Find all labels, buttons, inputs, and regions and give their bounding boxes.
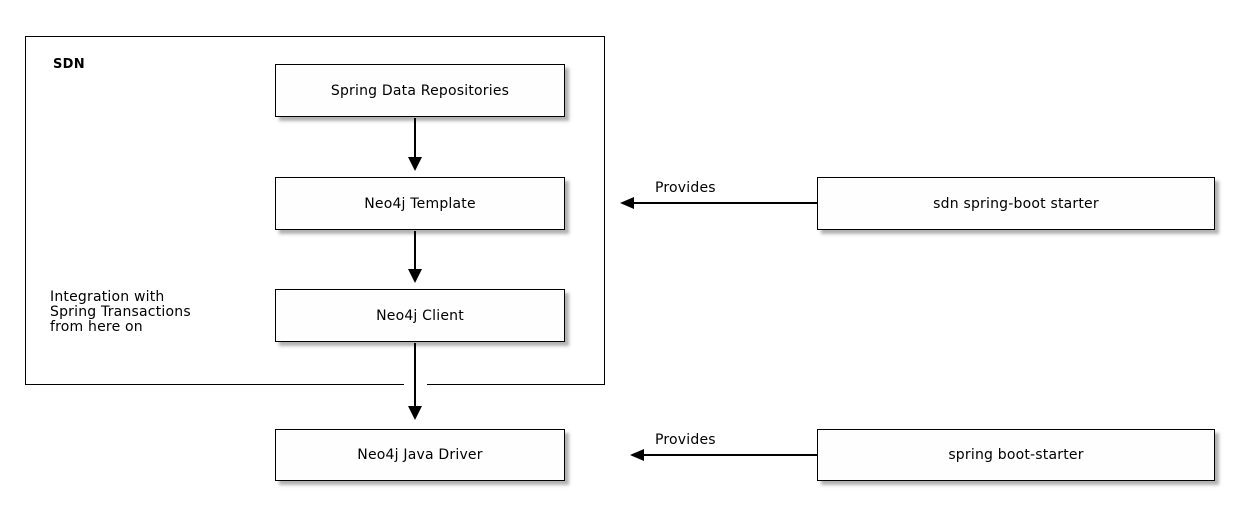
node-neo4j-client: Neo4j Client — [275, 289, 565, 342]
arrow-boot-starter-to-driver left-arrow-icon — [644, 454, 817, 456]
node-label-sdn-spring-boot-starter: sdn spring-boot starter — [933, 195, 1099, 212]
provides-label-top: Provides — [655, 180, 716, 196]
node-sdn-spring-boot-starter: sdn spring-boot starter — [817, 177, 1215, 230]
annotation-line-2: Spring Transactions — [50, 304, 191, 320]
arrow-repositories-to-template down-arrow-icon — [414, 118, 416, 157]
arrow-sdn-starter-to-template left-arrow-icon — [634, 202, 817, 204]
arrow-template-to-client down-arrow-icon — [414, 231, 416, 269]
node-neo4j-template: Neo4j Template — [275, 177, 565, 230]
arrow-client-to-driver down-arrow-icon — [414, 343, 416, 406]
node-label-neo4j-java-driver: Neo4j Java Driver — [357, 447, 483, 463]
node-label-spring-data-repositories: Spring Data Repositories — [330, 82, 510, 99]
node-neo4j-java-driver: Neo4j Java Driver — [275, 429, 565, 481]
sdn-group-label: SDN — [53, 57, 85, 72]
node-spring-data-repositories: Spring Data Repositories — [275, 64, 565, 117]
annotation-line-3: from here on — [50, 319, 143, 335]
node-spring-boot-starter: spring boot-starter — [817, 429, 1215, 481]
annotation-line-1: Integration with — [50, 289, 165, 305]
node-label-neo4j-client: Neo4j Client — [376, 307, 464, 324]
sdn-group-box: SDN — [25, 36, 605, 385]
node-label-neo4j-template: Neo4j Template — [364, 195, 476, 212]
transactions-annotation: Integration with Spring Transactions fro… — [50, 290, 191, 335]
node-label-spring-boot-starter: spring boot-starter — [948, 447, 1084, 463]
provides-label-bottom: Provides — [655, 432, 716, 448]
